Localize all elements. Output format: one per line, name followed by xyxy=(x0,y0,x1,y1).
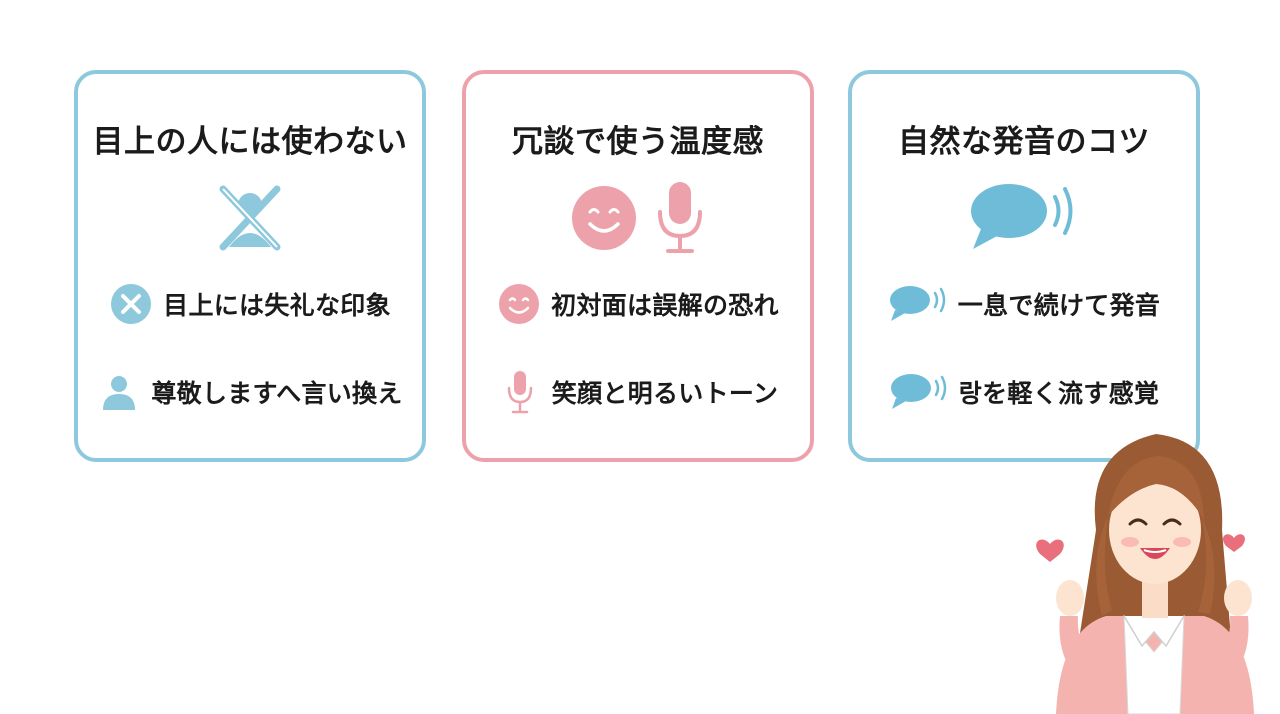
list-item: 尊敬しますへ言い換え xyxy=(78,370,422,414)
card-tone: 冗談で使う温度感 初対面は誤解の恐れ xyxy=(462,70,814,462)
presenter-character-illustration xyxy=(1036,434,1254,714)
list-item: 目上には失礼な印象 xyxy=(78,282,422,326)
list-item: 랑を軽く流す感覚 xyxy=(852,370,1196,414)
list-item-text: 初対面は誤解の恐れ xyxy=(551,291,779,320)
list-item: 一息で続けて発音 xyxy=(852,282,1196,326)
list-item-text: 目上には失礼な印象 xyxy=(163,291,391,320)
microphone-icon xyxy=(658,182,702,253)
hero-icon-area xyxy=(466,178,810,258)
crossed-person-icon xyxy=(219,185,281,251)
card-title: 自然な発音のコツ xyxy=(898,124,1150,160)
microphone-icon xyxy=(498,370,542,414)
speech-bubble-sound-icon xyxy=(888,282,948,326)
list-item-text: 尊敬しますへ言い換え xyxy=(151,379,403,408)
hero-icon-area xyxy=(852,178,1196,258)
card-formality: 目上の人には使わない 目上には失礼な印象 尊敬しますへ言い換え xyxy=(74,70,426,462)
smiley-icon xyxy=(497,282,541,326)
list-item: 初対面は誤解の恐れ xyxy=(466,282,810,326)
speech-bubble-sound-icon xyxy=(889,370,949,414)
card-title: 冗談で使う温度感 xyxy=(512,124,764,160)
list-item-text: 笑顔と明るいトーン xyxy=(551,379,779,408)
card-title: 目上の人には使わない xyxy=(92,124,408,160)
list-item-text: 一息で続けて発音 xyxy=(957,291,1161,320)
x-circle-icon xyxy=(109,282,153,326)
hero-icon-area xyxy=(78,178,422,258)
smiley-icon xyxy=(572,186,636,250)
list-item: 笑顔と明るいトーン xyxy=(466,370,810,414)
card-pronunciation: 自然な発音のコツ 一息で続けて発音 랑 xyxy=(848,70,1200,462)
speech-bubble-sound-icon xyxy=(971,184,1073,249)
person-icon xyxy=(97,370,141,414)
list-item-text: 랑を軽く流す感覚 xyxy=(958,379,1160,408)
